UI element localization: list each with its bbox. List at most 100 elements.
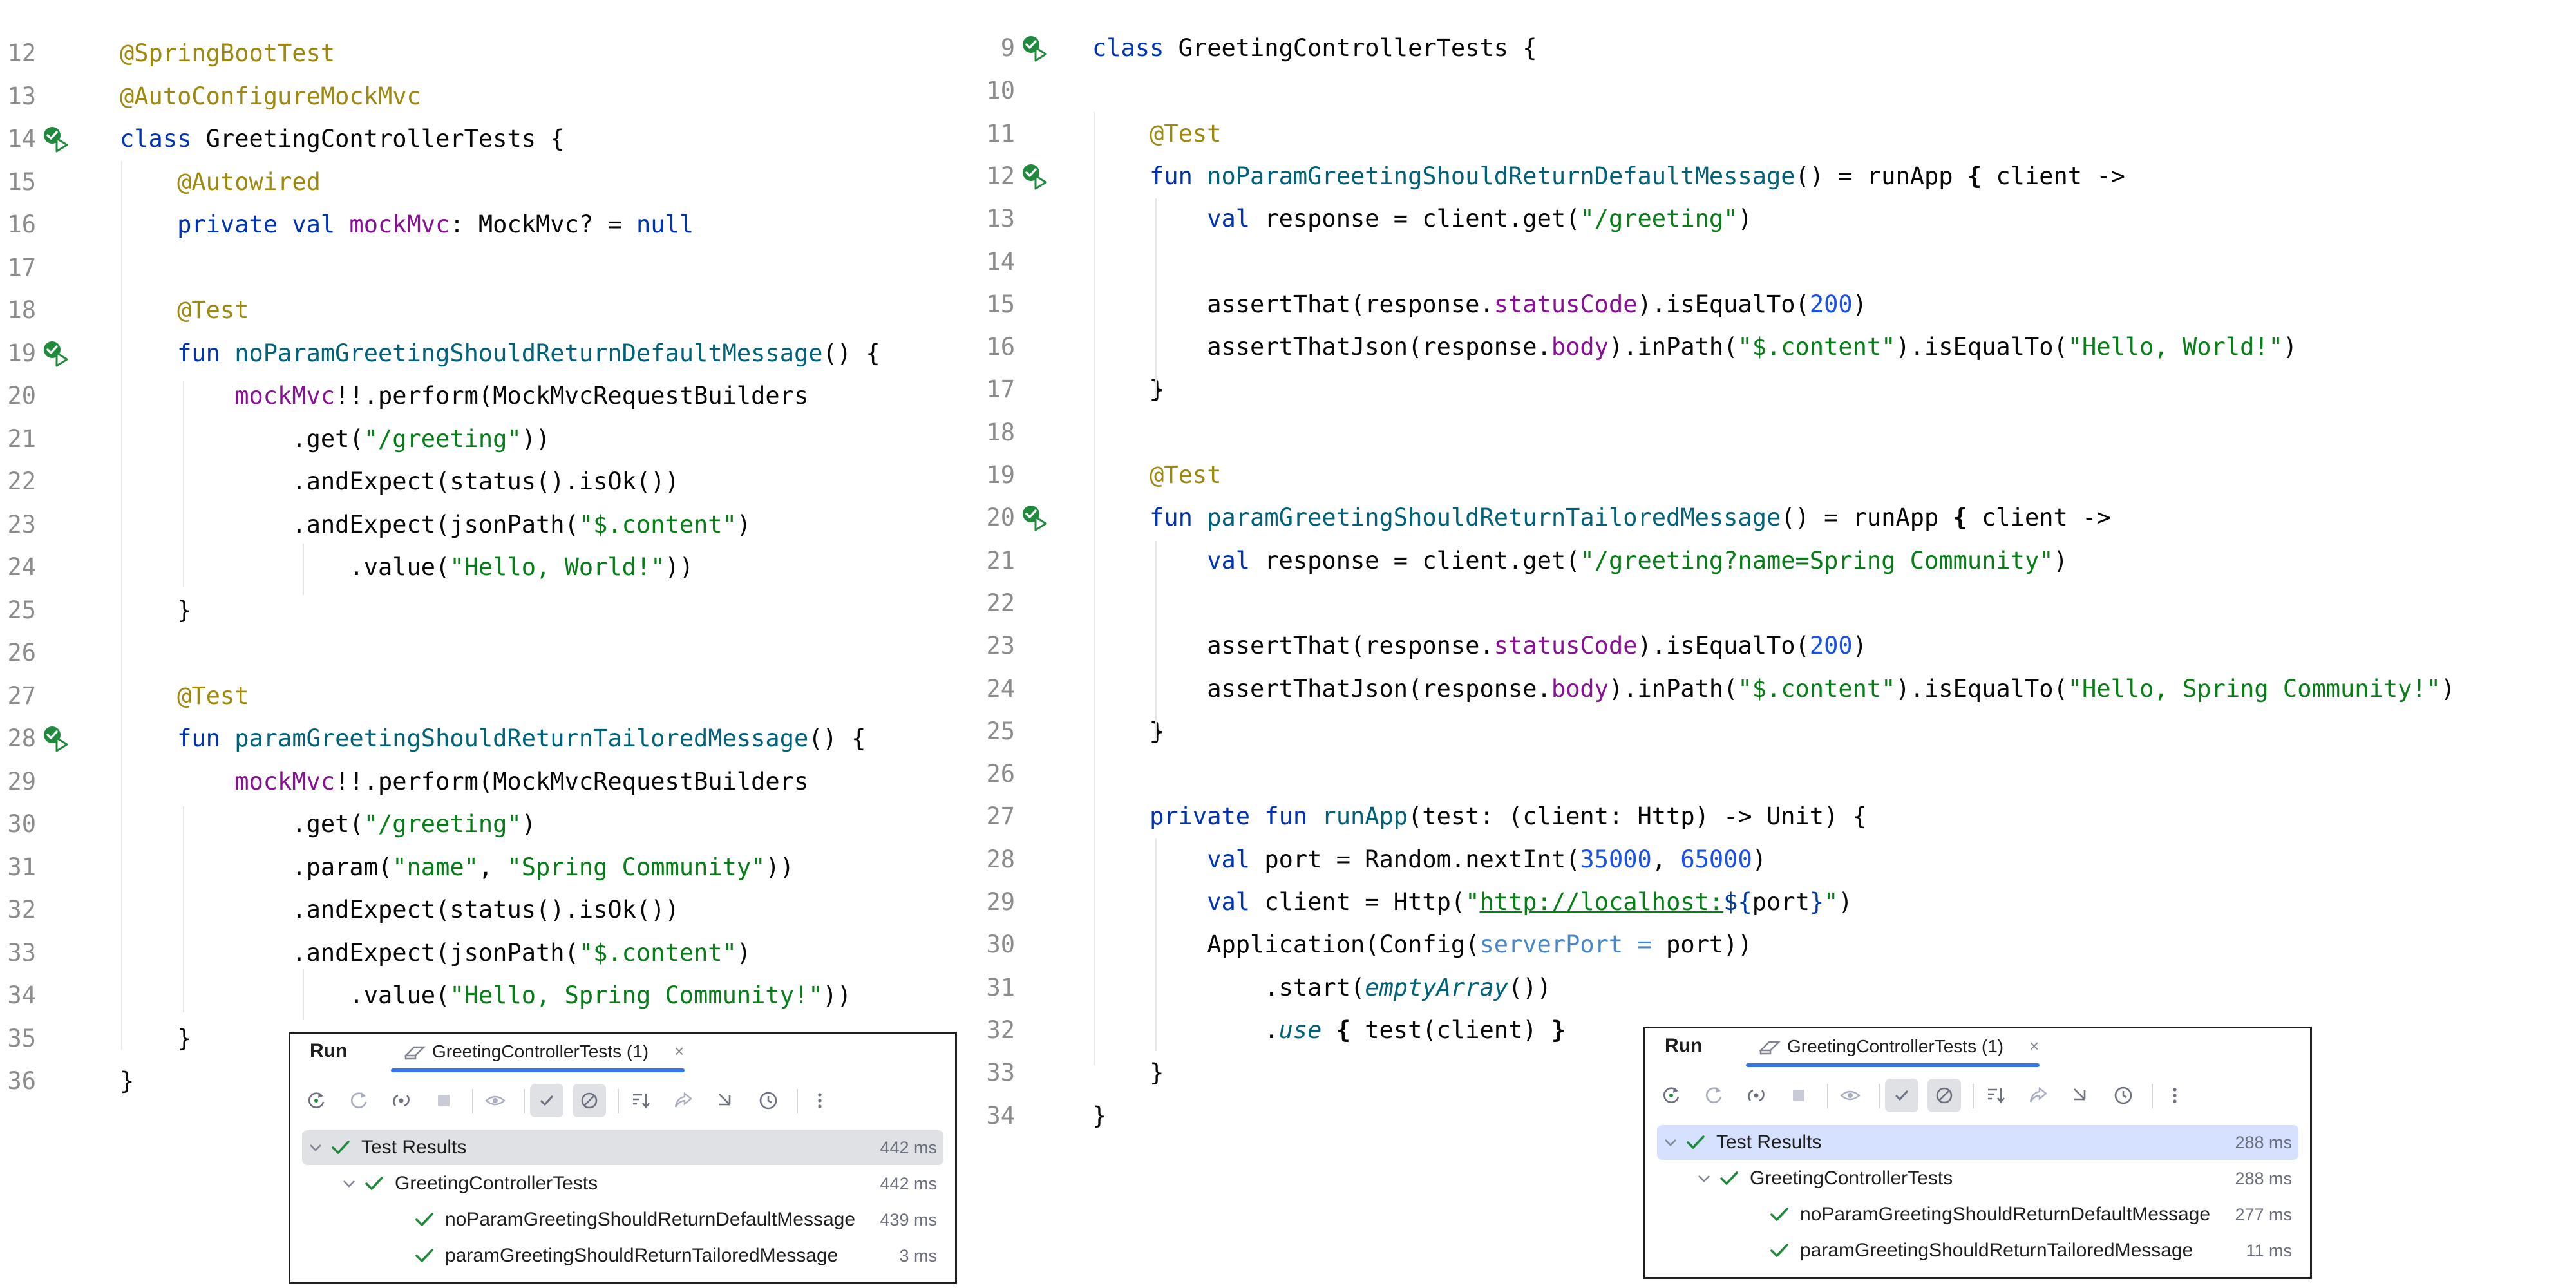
stop-button[interactable] (1782, 1079, 1815, 1112)
run-test-icon[interactable] (1020, 33, 1050, 63)
code-line[interactable]: 10 (979, 70, 2576, 112)
code-line[interactable]: 29 mockMvc!!.perform(MockMvcRequestBuild… (0, 761, 979, 803)
code-line[interactable]: 12 fun noParamGreetingShouldReturnDefaul… (979, 155, 2576, 198)
code-line[interactable]: 21 .get("/greeting")) (0, 418, 979, 460)
code-line[interactable]: 28 fun paramGreetingShouldReturnTailored… (0, 717, 979, 760)
code-line[interactable]: 12@SpringBootTest (0, 32, 979, 75)
show-ignored-button[interactable] (573, 1084, 606, 1117)
code-line[interactable]: 25 } (979, 710, 2576, 753)
check-toggle-button[interactable] (1885, 1079, 1918, 1112)
toggle-auto-test-button[interactable] (384, 1084, 418, 1117)
history-button[interactable] (2107, 1079, 2140, 1112)
code-line[interactable]: 20 mockMvc!!.perform(MockMvcRequestBuild… (0, 375, 979, 417)
code-line[interactable]: 26 (979, 753, 2576, 795)
chevron-down-icon[interactable] (1696, 1170, 1712, 1187)
code-line[interactable]: 13@AutoConfigureMockMvc (0, 75, 979, 118)
check-toggle-button[interactable] (530, 1084, 564, 1117)
show-passed-button[interactable] (1833, 1079, 1867, 1112)
test-method-node[interactable]: noParamGreetingShouldReturnDefaultMessag… (1657, 1197, 2298, 1232)
collapse-button[interactable] (2064, 1079, 2098, 1112)
import-tests-button[interactable] (667, 1084, 700, 1117)
sort-button[interactable] (624, 1084, 658, 1117)
show-ignored-button[interactable] (1927, 1079, 1961, 1112)
collapse-button[interactable] (709, 1084, 743, 1117)
code-line[interactable]: 25 } (0, 589, 979, 632)
run-test-icon[interactable] (41, 339, 71, 368)
code-line[interactable]: 31 .param("name", "Spring Community")) (0, 846, 979, 889)
code-line[interactable]: 18 @Test (0, 289, 979, 332)
code-line[interactable]: 17 } (979, 368, 2576, 411)
more-options-button[interactable] (2158, 1079, 2192, 1112)
code-line[interactable]: 30 Application(Config(serverPort = port)… (979, 923, 2576, 966)
code-line[interactable]: 29 val client = Http("http://localhost:$… (979, 881, 2576, 923)
code-token: private fun (1150, 802, 1322, 831)
chevron-down-icon[interactable] (341, 1175, 357, 1192)
run-test-icon[interactable] (41, 124, 71, 154)
code-line[interactable]: 19 @Test (979, 454, 2576, 497)
rerun-failed-button[interactable] (1697, 1079, 1730, 1112)
code-line[interactable]: 32 .andExpect(status().isOk()) (0, 889, 979, 931)
code-line[interactable]: 34 .value("Hello, Spring Community!")) (0, 974, 979, 1017)
run-tab[interactable]: GreetingControllerTests (1) × (1746, 1028, 2055, 1068)
code-line[interactable]: 24 .value("Hello, World!")) (0, 546, 979, 589)
test-method-node[interactable]: noParamGreetingShouldReturnDefaultMessag… (302, 1202, 943, 1237)
code-line[interactable]: 33 .andExpect(jsonPath("$.content") (0, 932, 979, 974)
run-test-icon[interactable] (1020, 503, 1050, 533)
test-method-node[interactable]: paramGreetingShouldReturnTailoredMessage… (1657, 1233, 2298, 1268)
code-line[interactable]: 17 (0, 247, 979, 289)
code-line[interactable]: 14 (979, 241, 2576, 283)
close-icon[interactable]: × (674, 1041, 685, 1061)
code-line[interactable]: 20 fun paramGreetingShouldReturnTailored… (979, 497, 2576, 539)
code-line[interactable]: 32 .use { test(client) } (979, 1009, 2576, 1052)
code-line[interactable]: 22 .andExpect(status().isOk()) (0, 460, 979, 503)
code-line[interactable]: 15 assertThat(response.statusCode).isEqu… (979, 283, 2576, 326)
code-line[interactable]: 13 val response = client.get("/greeting"… (979, 198, 2576, 240)
chevron-down-icon[interactable] (1662, 1134, 1679, 1151)
code-line[interactable]: 21 val response = client.get("/greeting?… (979, 540, 2576, 582)
rerun-failed-button[interactable] (342, 1084, 375, 1117)
code-line[interactable]: 18 (979, 412, 2576, 454)
code-line[interactable]: 34} (979, 1095, 2576, 1137)
run-tab[interactable]: GreetingControllerTests (1) × (391, 1034, 700, 1074)
test-method-node[interactable]: paramGreetingShouldReturnTailoredMessage… (302, 1238, 943, 1273)
more-options-button[interactable] (803, 1084, 837, 1117)
code-line[interactable]: 16 assertThatJson(response.body).inPath(… (979, 326, 2576, 368)
close-icon[interactable]: × (2029, 1036, 2040, 1056)
run-test-icon[interactable] (1020, 162, 1050, 191)
show-passed-button[interactable] (478, 1084, 512, 1117)
rerun-button[interactable] (1654, 1079, 1688, 1112)
chevron-down-icon[interactable] (307, 1139, 324, 1156)
import-tests-button[interactable] (2022, 1079, 2055, 1112)
code-line[interactable]: 27 private fun runApp(test: (client: Htt… (979, 795, 2576, 838)
toggle-auto-test-button[interactable] (1739, 1079, 1773, 1112)
code-line[interactable]: 15 @Autowired (0, 161, 979, 204)
code-line[interactable]: 27 @Test (0, 675, 979, 717)
rerun-button[interactable] (299, 1084, 333, 1117)
code-line[interactable]: 30 .get("/greeting") (0, 803, 979, 846)
code-line[interactable]: 23 assertThat(response.statusCode).isEqu… (979, 625, 2576, 667)
code-line[interactable]: 31 .start(emptyArray()) (979, 967, 2576, 1009)
code-line[interactable]: 11 @Test (979, 113, 2576, 155)
code-line[interactable]: 22 (979, 582, 2576, 625)
code-line[interactable]: 23 .andExpect(jsonPath("$.content") (0, 504, 979, 546)
code-line[interactable]: 19 fun noParamGreetingShouldReturnDefaul… (0, 332, 979, 375)
code-line[interactable]: 24 assertThatJson(response.body).inPath(… (979, 668, 2576, 710)
code-line[interactable]: 26 (0, 632, 979, 674)
sort-button[interactable] (1979, 1079, 2012, 1112)
run-test-icon[interactable] (41, 724, 71, 753)
code-line[interactable]: 16 private val mockMvc: MockMvc? = null (0, 204, 979, 246)
code-line[interactable]: 28 val port = Random.nextInt(35000, 6500… (979, 838, 2576, 881)
code-line[interactable]: 33 } (979, 1052, 2576, 1094)
history-button[interactable] (752, 1084, 785, 1117)
stop-button[interactable] (427, 1084, 460, 1117)
code-line[interactable]: 35 } (0, 1018, 979, 1060)
code-line[interactable]: 36} (0, 1060, 979, 1103)
